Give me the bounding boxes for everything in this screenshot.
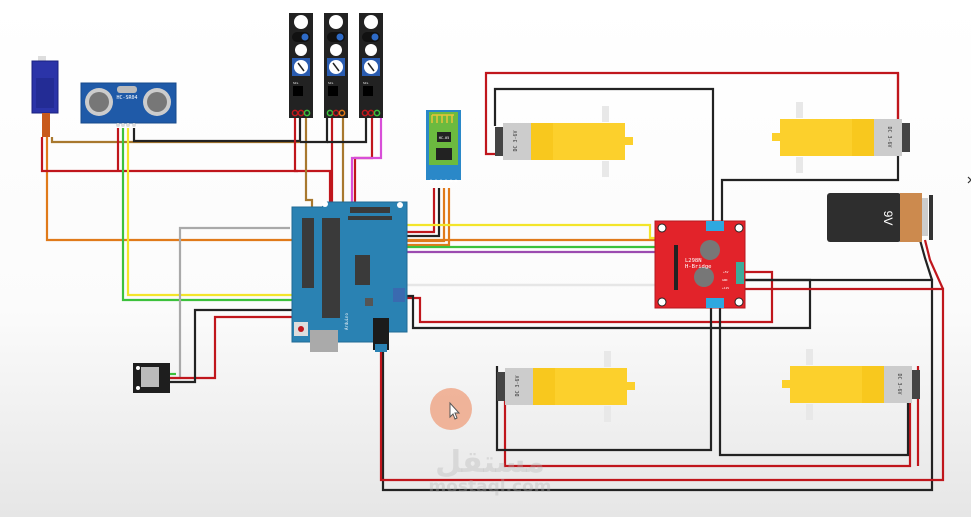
ir-sensor-3[interactable]: SCL	[359, 13, 383, 118]
motor-label: DC 3-6V	[513, 130, 519, 151]
wire-batt-lead-black	[918, 239, 934, 281]
wire-ir1-red	[293, 118, 332, 205]
dc-motor-2[interactable]: DC 3-6V	[772, 102, 910, 173]
wire-ir-red	[170, 315, 300, 380]
mouse-cursor	[430, 388, 472, 430]
l298n-label: L298N	[685, 258, 702, 264]
wire-ir3-black	[327, 118, 368, 144]
ir-sensor-label: SCL	[328, 81, 334, 85]
dc-motor-1[interactable]: DC 3-6V	[495, 106, 633, 177]
scroll-marker-icon	[967, 176, 971, 184]
ir-sensor-1[interactable]: SCL	[289, 13, 313, 118]
ir-sensor-2[interactable]: SCL	[324, 13, 348, 118]
ir-line-sensors: SCL SCL SCL	[289, 13, 383, 118]
ultrasonic-label: HC-SR04	[116, 95, 137, 101]
l298n-gnd-label: GND	[722, 278, 728, 282]
wire-ard-5v-red	[400, 270, 774, 324]
wire-us-yellow	[126, 128, 296, 297]
arduino-label: Arduino	[344, 313, 349, 330]
motor-label: DC 3-6V	[896, 373, 902, 394]
wire-m1-black	[493, 87, 715, 222]
wire-ard-gnd-black	[395, 278, 812, 330]
ultrasonic-sensor[interactable]: HC-SR04	[80, 82, 177, 127]
wire-m2-black	[720, 154, 900, 222]
wire-gray-ir	[170, 226, 290, 380]
wire-ir-black	[170, 308, 300, 384]
l298n-5v-label: +5V	[723, 270, 729, 274]
motor-label: DC 3-6V	[886, 126, 892, 147]
wire-us-black	[132, 118, 302, 143]
dc-motor-3[interactable]: DC 3-6V	[497, 351, 635, 422]
ir-sensor-label: SCL	[293, 81, 299, 85]
l298n-12v-label: +12V	[722, 286, 729, 290]
wire-servo-red	[40, 137, 298, 173]
dc-motor-4[interactable]: DC 3-6V	[782, 349, 920, 420]
l298n-sublabel: H-Bridge	[685, 264, 712, 270]
arduino-board[interactable]: Arduino	[291, 201, 408, 352]
motor-label: DC 3-6V	[515, 375, 521, 396]
wire-batt-black	[381, 278, 934, 492]
l298n-motor-driver[interactable]: L298N H-Bridge +5V GND +12V	[654, 220, 746, 309]
bluetooth-module[interactable]: HC-05	[426, 110, 461, 183]
ir-sensor-label: SCL	[363, 81, 369, 85]
ir-receiver-module[interactable]	[133, 363, 170, 393]
wire-batt-lead-red	[923, 239, 945, 290]
wire-us-green	[121, 128, 296, 302]
wire-batt-red	[379, 287, 945, 482]
wire-m3-black	[495, 308, 713, 452]
wire-m4-black	[718, 308, 910, 457]
dc-motors: DC 3-6V DC 3-6V DC 3-6V DC 3-6V	[495, 102, 920, 422]
servo-motor[interactable]	[31, 56, 59, 137]
battery-9v[interactable]: 9V	[827, 193, 933, 242]
battery-label: 9V	[881, 211, 895, 226]
bluetooth-chip-label: HC-05	[439, 136, 450, 140]
wire-m3-red	[503, 370, 912, 468]
wire-ir2-black	[300, 118, 329, 144]
